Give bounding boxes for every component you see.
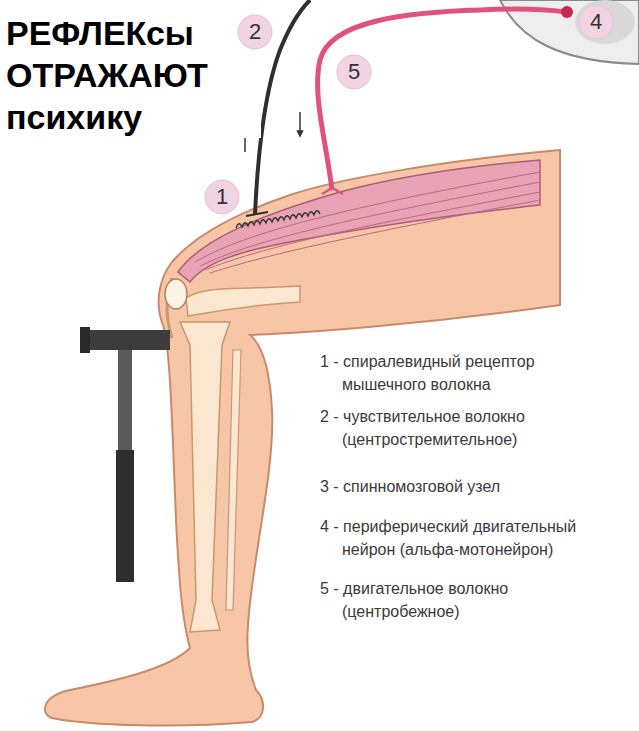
legend-note: 4 - периферический двигательный нейрон (… [320,515,622,561]
direction-arrow [299,112,301,134]
circle-shape [205,180,239,214]
fibula [226,350,241,610]
motor-fibre [318,9,566,190]
callout-circle: 4 [578,4,614,40]
hammer-head [84,330,170,350]
spiral-receptor [236,211,320,228]
hammer-cap [80,327,90,353]
quadriceps-muscle [178,160,540,282]
muscle-fibres [195,172,540,273]
gray-matter [575,0,635,44]
callout-circle: 5 [336,54,372,90]
legend-note: 1 - спиралевидный рецептор мышечного вол… [320,350,592,396]
motor-ending [322,188,343,194]
fibre-ending [246,212,268,216]
circle-shape [579,5,613,39]
legend-note: 3 - спинномозговой узел [320,475,632,498]
patella [165,279,187,309]
circle-shape [337,55,371,89]
callout-number: 4 [590,10,602,34]
motoneuron [561,6,573,18]
callout-circle: 1 [204,179,240,215]
tibia [180,322,230,632]
hammer-grip [116,450,134,582]
femur [186,286,300,316]
title: РЕФЛЕКсы ОТРАЖАЮТ психику [6,12,261,138]
circle-shape [238,15,272,49]
callout-circle: 2 [237,14,273,50]
callout-number: 5 [348,60,360,84]
callout-number: 1 [216,185,228,209]
legend-note: 2 - чувствительное волокно (центростреми… [320,405,592,451]
legend-note: 5 - двигательное волокно (центробежное) [320,577,592,623]
callout-number: 2 [249,20,261,44]
